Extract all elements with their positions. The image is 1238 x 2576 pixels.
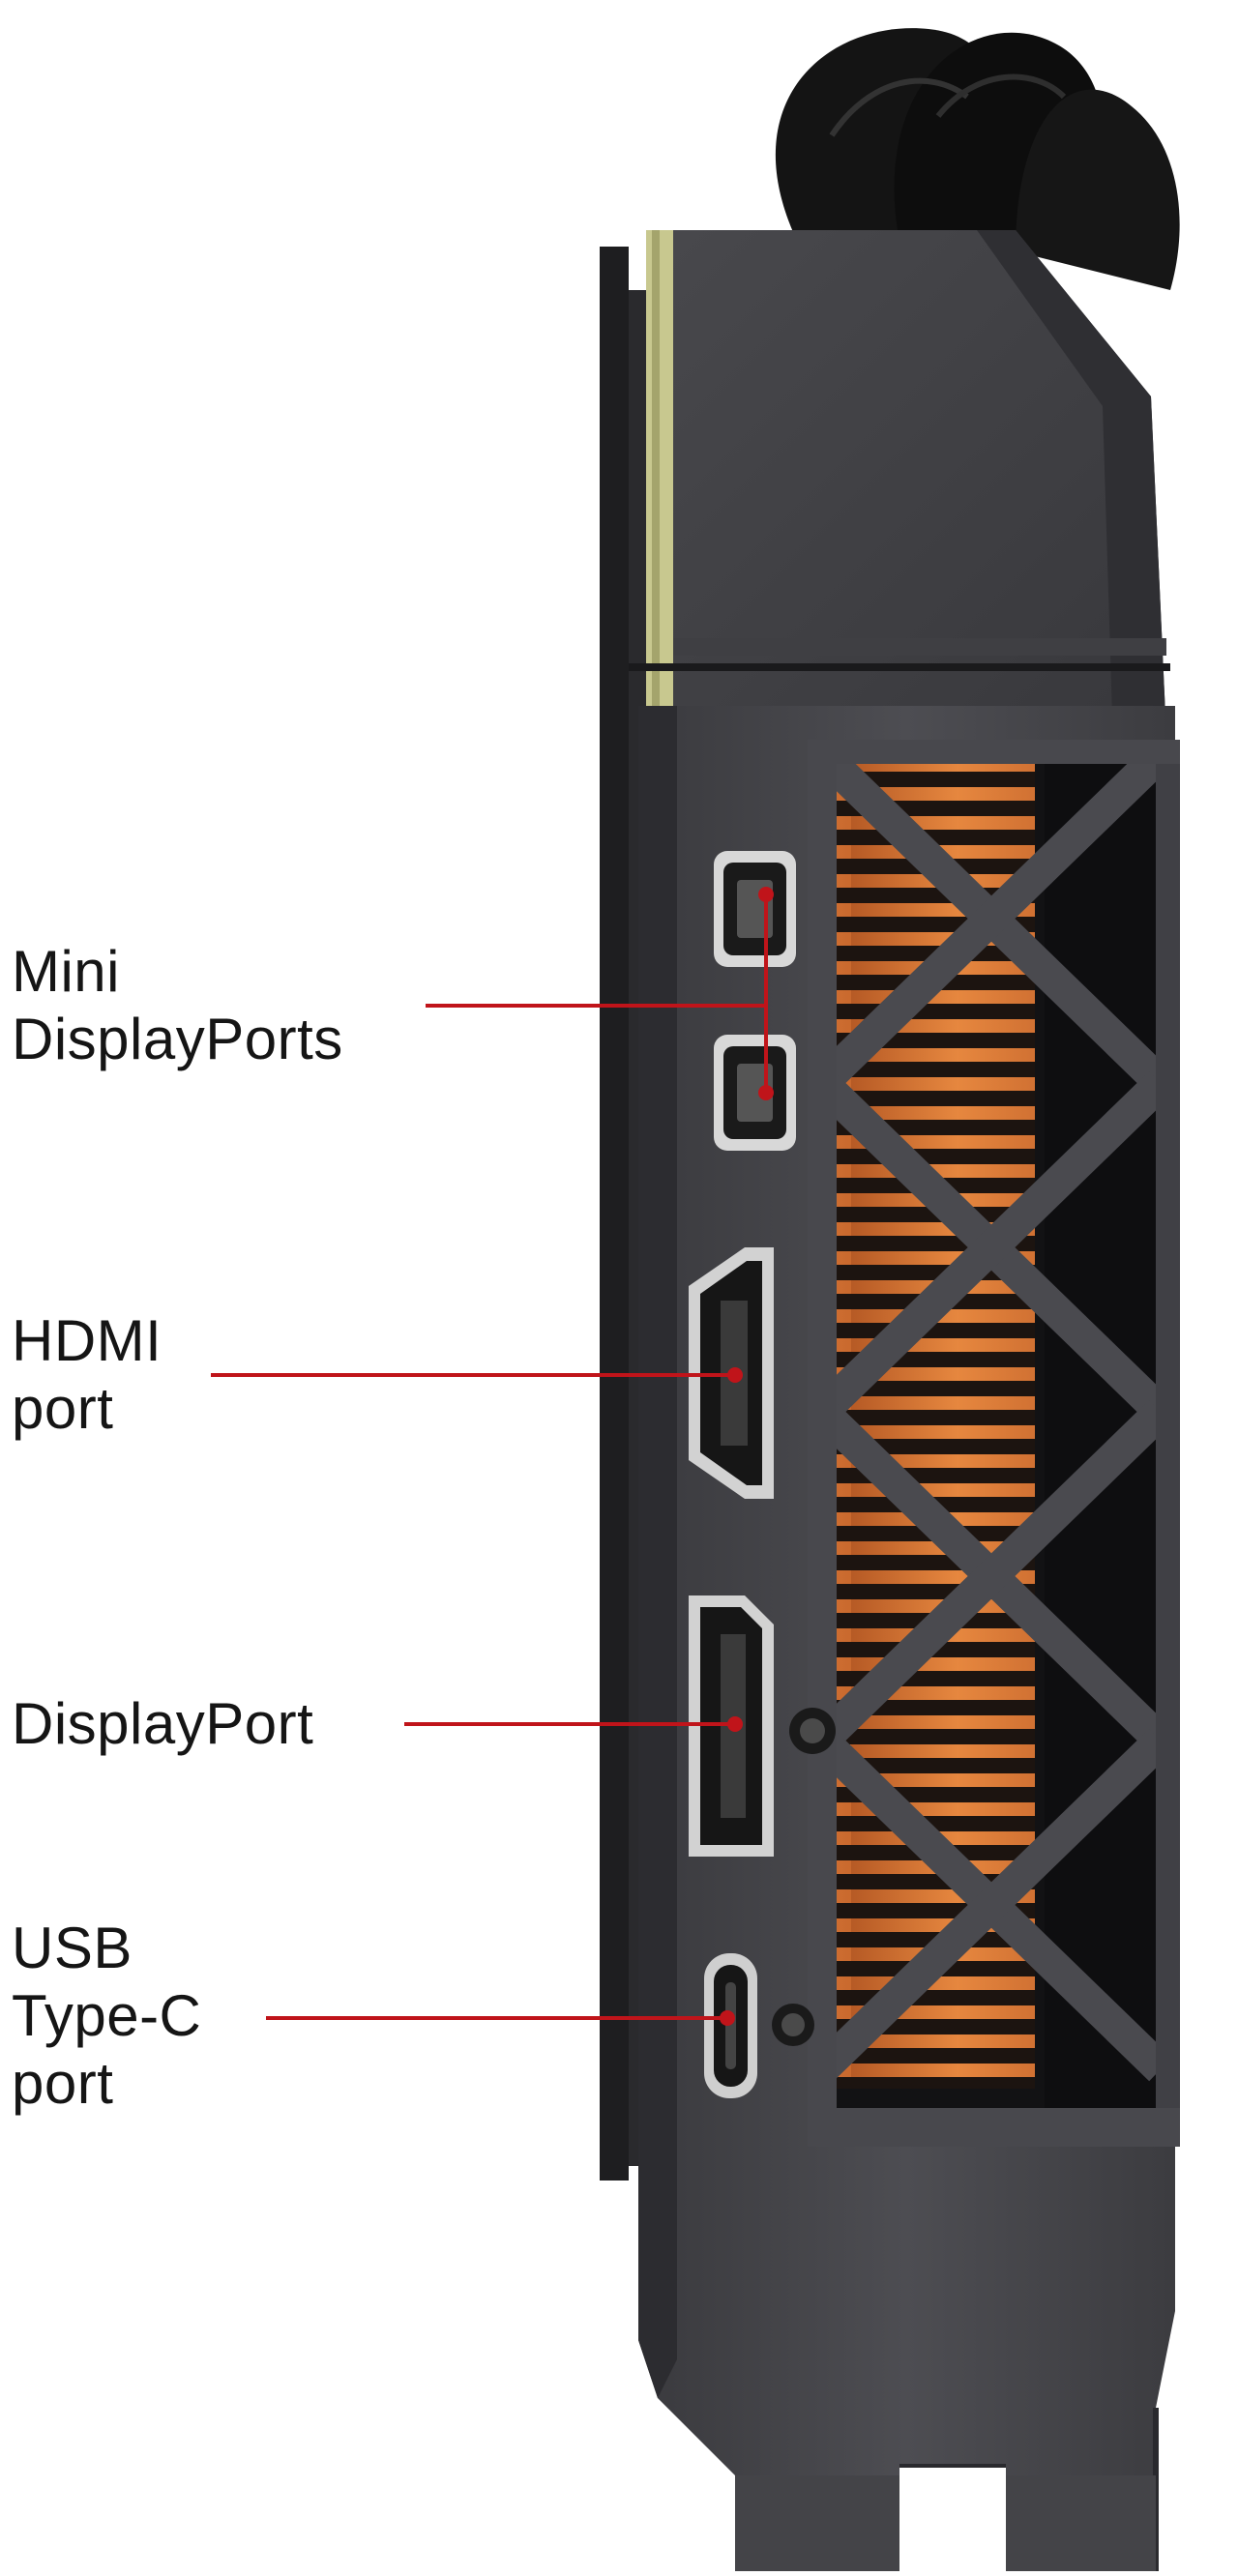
label-hdmi-port-line-1: HDMI bbox=[12, 1308, 162, 1373]
label-usb-type-c-port-line-3: port bbox=[12, 2051, 114, 2116]
vent-grille bbox=[808, 740, 1180, 2147]
leader-dots bbox=[720, 887, 774, 2026]
usb-type-c-connector bbox=[704, 1953, 814, 2098]
mini-displayport-2 bbox=[714, 1035, 796, 1151]
label-mini-displayports-line-1: Mini bbox=[12, 939, 121, 1004]
label-displayport-line-1: DisplayPort bbox=[12, 1691, 314, 1756]
label-usb-type-c-port: USB Type-C port bbox=[12, 1915, 201, 2118]
cooler-shroud-top bbox=[629, 230, 1170, 716]
label-usb-type-c-port-line-2: Type-C bbox=[12, 1983, 202, 2048]
power-cables bbox=[775, 28, 1180, 290]
label-hdmi-port-line-2: port bbox=[12, 1376, 114, 1441]
label-displayport: DisplayPort bbox=[12, 1690, 313, 1758]
label-mini-displayports: Mini DisplayPorts bbox=[12, 938, 343, 1073]
mini-displayport-1 bbox=[714, 851, 796, 967]
label-usb-type-c-port-line-1: USB bbox=[12, 1916, 133, 1980]
label-hdmi-port: HDMI port bbox=[12, 1307, 162, 1443]
card-back-edge bbox=[600, 247, 629, 2181]
leader-lines bbox=[211, 894, 768, 2020]
label-mini-displayports-line-2: DisplayPorts bbox=[12, 1007, 343, 1071]
